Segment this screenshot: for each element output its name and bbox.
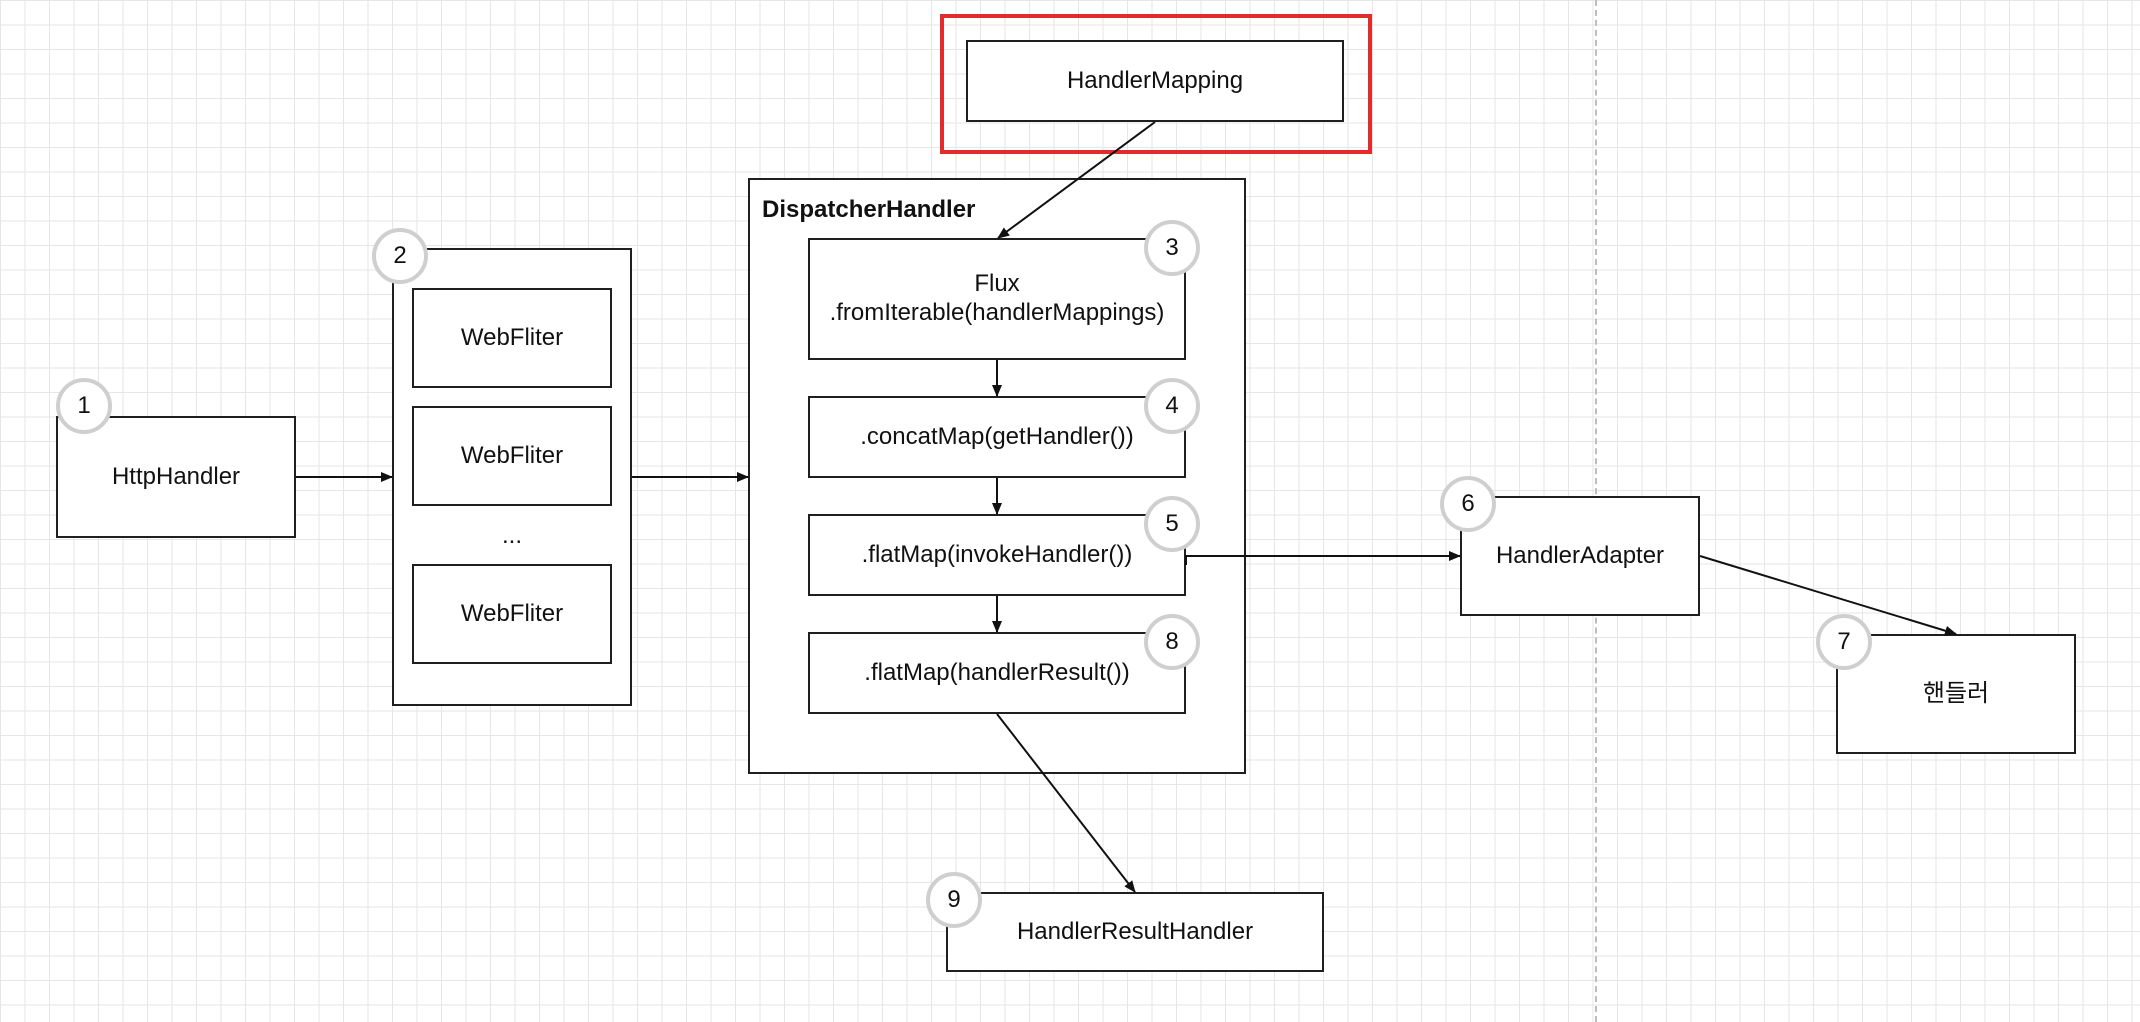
web-filter-1[interactable]: WebFliter	[412, 288, 612, 388]
step-badge-5: 5	[1144, 496, 1200, 552]
handler-mapping-node[interactable]: HandlerMapping	[966, 40, 1344, 122]
web-filter-1-label: WebFliter	[460, 323, 564, 351]
step-badge-6: 6	[1440, 476, 1496, 532]
handler-result-handler-node[interactable]: HandlerResultHandler	[946, 892, 1324, 972]
step-badge-1: 1	[56, 378, 112, 434]
handler-mapping-highlight	[940, 14, 1372, 154]
web-filter-ellipsis: ...	[501, 522, 522, 549]
step-badge-4: 4	[1144, 378, 1200, 434]
handler-adapter-node[interactable]: HandlerAdapter	[1460, 496, 1700, 616]
http-handler-node[interactable]: HttpHandler	[56, 416, 296, 538]
flat-map-result-label: .flatMap(handlerResult())	[864, 658, 1130, 686]
handler-label: 핸들러	[1922, 679, 1990, 707]
web-filter-2[interactable]: WebFliter	[412, 406, 612, 506]
step-badge-3: 3	[1144, 220, 1200, 276]
flat-map-result-node[interactable]: .flatMap(handlerResult())	[808, 632, 1186, 714]
concat-map-label: .concatMap(getHandler())	[860, 422, 1134, 450]
web-filter-2-label: WebFliter	[460, 441, 564, 469]
flat-map-invoke-node[interactable]: .flatMap(invokeHandler())	[808, 514, 1186, 596]
flat-map-invoke-label: .flatMap(invokeHandler())	[861, 540, 1133, 568]
handler-node[interactable]: 핸들러	[1836, 634, 2076, 754]
concat-map-node[interactable]: .concatMap(getHandler())	[808, 396, 1186, 478]
step-badge-9: 9	[926, 872, 982, 928]
step-badge-7: 7	[1816, 614, 1872, 670]
handler-result-handler-label: HandlerResultHandler	[1016, 917, 1254, 945]
flux-label: Flux	[974, 270, 1020, 298]
dispatcher-handler-title: DispatcherHandler	[762, 196, 976, 223]
step-badge-2: 2	[372, 228, 428, 284]
web-filter-3[interactable]: WebFliter	[412, 564, 612, 664]
step-badge-8: 8	[1144, 614, 1200, 670]
flux-from-iterable-node[interactable]: Flux .fromIterable(handlerMappings)	[808, 238, 1186, 360]
http-handler-label: HttpHandler	[111, 462, 241, 490]
handler-adapter-label: HandlerAdapter	[1495, 541, 1665, 569]
web-filter-3-label: WebFliter	[460, 599, 564, 627]
handler-mapping-label: HandlerMapping	[1066, 66, 1244, 94]
from-iterable-label: .fromIterable(handlerMappings)	[829, 299, 1165, 326]
